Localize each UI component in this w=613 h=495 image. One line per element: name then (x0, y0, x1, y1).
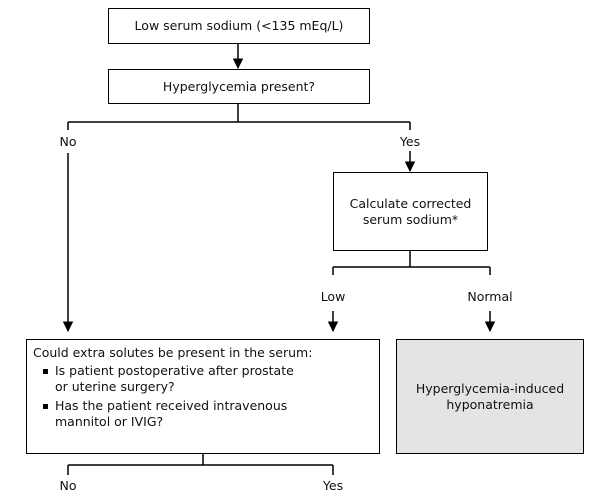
extra-solutes-bullet-1: Is patient postoperative after prostate … (33, 363, 373, 395)
hyperglycemia-question-text: Hyperglycemia present? (162, 78, 316, 94)
bottom-no-label: No (59, 478, 77, 493)
square-bullet-icon (43, 369, 48, 374)
extra-solutes-title: Could extra solutes be present in the se… (33, 345, 313, 360)
yes-label: Yes (399, 134, 421, 149)
bullet-1-line-2: or uterine surgery? (55, 379, 175, 394)
start-box: Low serum sodium (<135 mEq/L) (108, 8, 370, 44)
corrected-sodium-line-2: serum sodium* (362, 211, 459, 227)
bullet-2-line-1: Has the patient received intravenous (55, 398, 288, 413)
extra-solutes-box: Could extra solutes be present in the se… (26, 339, 380, 454)
low-label: Low (320, 289, 346, 304)
start-text: Low serum sodium (<135 mEq/L) (134, 18, 344, 33)
bullet-2-line-2: mannitol or IVIG? (55, 414, 164, 429)
normal-label: Normal (467, 289, 513, 304)
corrected-sodium-box: Calculate corrected serum sodium* (333, 172, 488, 251)
bottom-yes-label: Yes (322, 478, 344, 493)
result-line-1: Hyperglycemia-induced (415, 380, 565, 396)
corrected-sodium-line-1: Calculate corrected (349, 195, 472, 211)
square-bullet-icon (43, 404, 48, 409)
no-label: No (59, 134, 77, 149)
hyperglycemia-hyponatremia-box: Hyperglycemia-induced hyponatremia (396, 339, 584, 454)
extra-solutes-bullet-2: Has the patient received intravenous man… (33, 398, 373, 430)
result-line-2: hyponatremia (446, 396, 534, 412)
extra-solutes-list: Is patient postoperative after prostate … (33, 363, 373, 430)
hyperglycemia-question-box: Hyperglycemia present? (108, 69, 370, 104)
bullet-1-line-1: Is patient postoperative after prostate (55, 363, 294, 378)
